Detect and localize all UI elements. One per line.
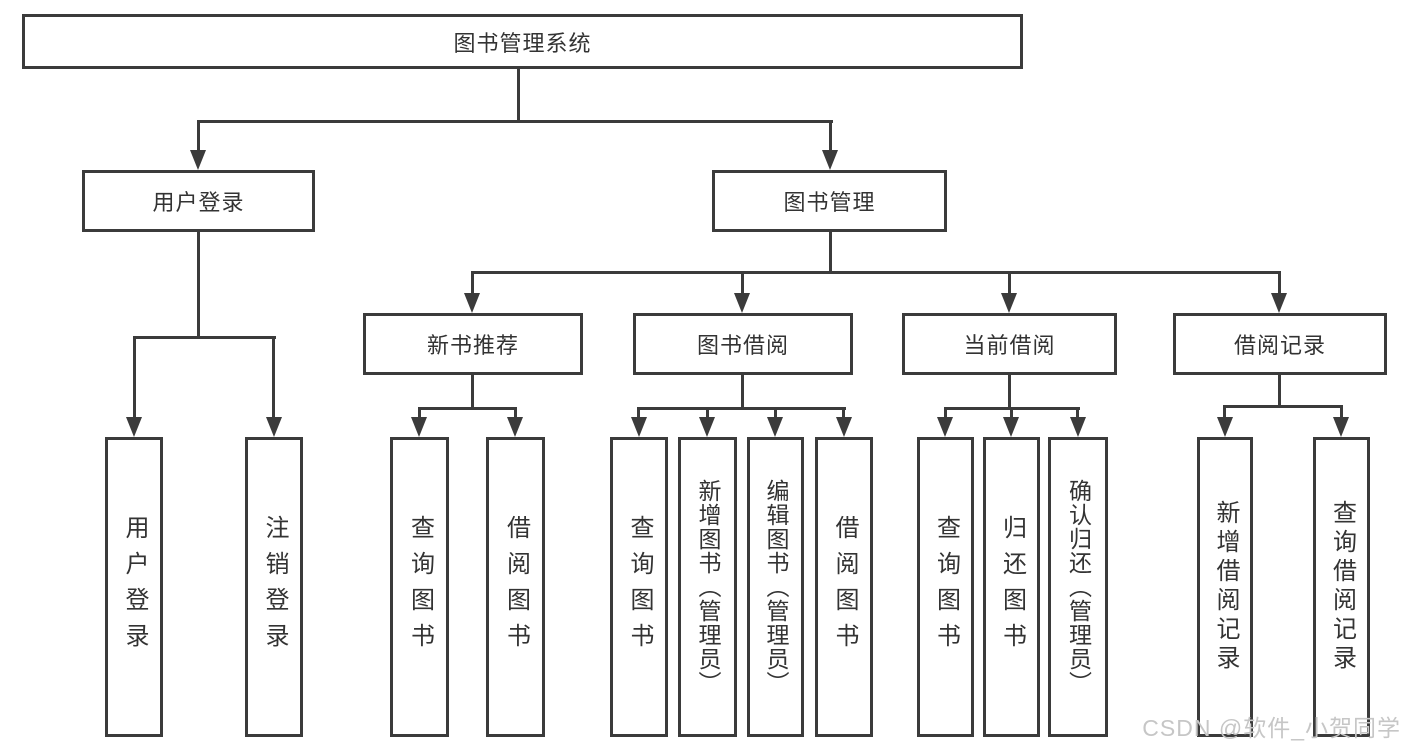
arrowhead-bb-edit [767, 417, 783, 437]
connector-drop-bb-query [637, 407, 640, 421]
leaf-label: 查询借阅记录 [1328, 500, 1356, 674]
node-label: 图书管理 [783, 190, 876, 215]
leaf-label: 确认归还（管理员） [1065, 479, 1092, 695]
connector-bookborrow-stem [741, 375, 744, 409]
leaf-nb-borrow-books: 借阅图书 [486, 437, 545, 737]
connector-drop-book-borrow [741, 271, 744, 297]
connector-drop-leaf-logout [272, 336, 275, 421]
node-book-borrow: 图书借阅 [633, 313, 853, 375]
arrowhead-user-login [190, 150, 206, 170]
connector-userlogin-stem [197, 232, 200, 336]
arrowhead-new-books [464, 293, 480, 313]
arrowhead-leaf-login [126, 417, 142, 437]
arrowhead-nb-query [411, 417, 427, 437]
arrowhead-cb-query [937, 417, 953, 437]
leaf-label: 借阅图书 [831, 515, 858, 659]
leaf-rec-add-borrow-record: 新增借阅记录 [1197, 437, 1253, 737]
csdn-watermark: CSDN @软件_小贺同学 [1142, 715, 1401, 741]
arrowhead-nb-borrow [507, 417, 523, 437]
connector-records-hline [1223, 405, 1342, 408]
connector-newbooks-stem [471, 375, 474, 409]
leaf-cb-query-books: 查询图书 [917, 437, 974, 737]
arrowhead-bb-borrow [836, 417, 852, 437]
leaf-bb-edit-books-admin: 编辑图书（管理员） [747, 437, 804, 737]
arrowhead-leaf-logout [266, 417, 282, 437]
connector-drop-nb-borrow [514, 407, 517, 421]
leaf-bb-query-books: 查询图书 [610, 437, 668, 737]
arrowhead-rec-query [1333, 417, 1349, 437]
connector-drop-borrow-records [1278, 271, 1281, 297]
connector-drop-bb-add [706, 407, 709, 421]
node-label: 图书管理系统 [453, 30, 592, 56]
leaf-label: 借阅图书 [502, 515, 530, 659]
connector-bookmgmt-stem [829, 232, 832, 274]
node-label: 新书推荐 [426, 333, 519, 358]
arrowhead-bb-add [699, 417, 715, 437]
connector-records-stem [1278, 375, 1281, 407]
connector-newbooks-hline [418, 407, 517, 410]
connector-bookborrow-hline [637, 407, 846, 410]
node-user-login: 用户登录 [82, 170, 315, 232]
node-borrow-records: 借阅记录 [1173, 313, 1387, 375]
leaf-label: 用户登录 [121, 515, 148, 659]
connector-drop-user-login [197, 120, 200, 154]
leaf-cb-return-books: 归还图书 [983, 437, 1040, 737]
connector-drop-new-books [471, 271, 474, 297]
node-new-book-recommend: 新书推荐 [363, 313, 583, 375]
connector-drop-rec-query [1340, 405, 1343, 421]
node-label: 当前借阅 [963, 333, 1056, 358]
connector-drop-cb-query [944, 407, 947, 421]
node-label: 用户登录 [152, 190, 245, 215]
connector-drop-bb-borrow [842, 407, 845, 421]
arrowhead-current-borrow [1001, 293, 1017, 313]
connector-drop-book-mgmt [829, 120, 832, 154]
leaf-bb-borrow-books: 借阅图书 [815, 437, 873, 737]
connector-root-hline [197, 120, 833, 123]
connector-drop-cb-confirm [1076, 407, 1079, 421]
arrowhead-rec-add [1217, 417, 1233, 437]
connector-drop-rec-add [1223, 405, 1226, 421]
node-label: 图书借阅 [696, 333, 789, 358]
leaf-label: 查询图书 [626, 515, 653, 659]
connector-currentborrow-stem [1008, 375, 1011, 409]
leaf-label: 注销登录 [261, 515, 288, 659]
leaf-logout: 注销登录 [245, 437, 303, 737]
connector-drop-current-borrow [1008, 271, 1011, 297]
node-book-management: 图书管理 [712, 170, 947, 232]
leaf-label: 归还图书 [998, 515, 1026, 659]
leaf-nb-query-books: 查询图书 [390, 437, 449, 737]
node-current-borrow: 当前借阅 [902, 313, 1117, 375]
leaf-label: 新增图书（管理员） [695, 479, 721, 695]
leaf-user-login: 用户登录 [105, 437, 163, 737]
connector-root-stem [517, 69, 520, 120]
node-label: 借阅记录 [1233, 333, 1326, 358]
connector-userlogin-hline [133, 336, 276, 339]
connector-drop-cb-return [1010, 407, 1013, 421]
leaf-label: 新增借阅记录 [1212, 500, 1239, 674]
arrowhead-borrow-records [1271, 293, 1287, 313]
arrowhead-bb-query [631, 417, 647, 437]
leaf-label: 查询图书 [932, 515, 960, 659]
leaf-label: 编辑图书（管理员） [763, 479, 789, 695]
arrowhead-cb-confirm [1070, 417, 1086, 437]
node-root-library-system: 图书管理系统 [22, 14, 1023, 69]
arrowhead-cb-return [1003, 417, 1019, 437]
leaf-cb-confirm-return-admin: 确认归还（管理员） [1048, 437, 1108, 737]
connector-bookmgmt-hline [471, 271, 1281, 274]
leaf-label: 查询图书 [406, 515, 434, 659]
connector-drop-leaf-login [133, 336, 136, 421]
connector-drop-bb-edit [774, 407, 777, 421]
leaf-bb-add-books-admin: 新增图书（管理员） [678, 437, 737, 737]
leaf-rec-query-borrow-record: 查询借阅记录 [1313, 437, 1370, 737]
connector-drop-nb-query [418, 407, 421, 421]
arrowhead-book-borrow [734, 293, 750, 313]
arrowhead-book-mgmt [822, 150, 838, 170]
